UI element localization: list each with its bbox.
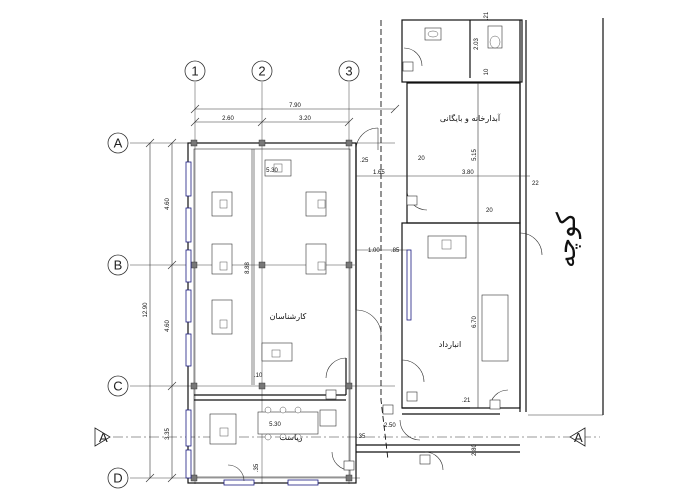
dim-d-10a: 10 xyxy=(484,68,490,75)
room-label-archive: آبدارخانه و بايگانی xyxy=(440,113,501,123)
grid-label-3: 3 xyxy=(345,64,352,79)
bathroom-fixtures xyxy=(424,25,503,49)
dim-d-3-80: 3.80 xyxy=(462,170,474,176)
section-marker-left: A xyxy=(94,427,600,447)
dim-office-width: 5.30 xyxy=(266,168,278,174)
dim-office-inner: 8.88 xyxy=(245,262,251,274)
dim-d-22: 22 xyxy=(532,181,539,187)
dim-d-2-80: 2.80 xyxy=(472,444,478,456)
dim-d-21a: .21 xyxy=(484,11,490,20)
dim-d-35a: .35 xyxy=(357,434,366,440)
room-label-manager: رياست xyxy=(279,433,302,442)
dim-d-2-50: 2.50 xyxy=(384,423,396,429)
dim-d-6-70: 6.70 xyxy=(472,316,478,328)
windows xyxy=(185,161,412,486)
grid-bubble-A: A xyxy=(107,132,129,154)
grid-label-1: 1 xyxy=(191,64,198,79)
grid-bubble-C: C xyxy=(107,375,129,397)
columns xyxy=(190,139,353,482)
grid-bubble-3: 3 xyxy=(338,60,360,82)
dim-d-1-65: 1.65 xyxy=(373,170,385,176)
grid-label-C: C xyxy=(113,379,122,394)
dim-span-1-2: 2.60 xyxy=(222,116,234,122)
interior-dimensions: 8.88 5.30 5.30 1.00 .85 .25 1.65 3.80 22… xyxy=(245,11,539,472)
storage-furniture xyxy=(427,235,509,362)
street-edges xyxy=(528,18,604,416)
doors xyxy=(227,47,543,482)
dim-d-20a: 20 xyxy=(418,156,425,162)
dim-d-25: .25 xyxy=(360,158,369,164)
dim-overall-height: 12.90 xyxy=(143,302,149,318)
section-label-right: A xyxy=(574,430,583,445)
dim-d-2-03: 2.03 xyxy=(474,38,480,50)
grid-label-A: A xyxy=(114,136,123,151)
manager-furniture xyxy=(209,406,337,445)
dim-overall-width: 7.90 xyxy=(289,103,301,109)
dim-B-C: 4.60 xyxy=(165,320,171,332)
grid-bubble-1: 1 xyxy=(184,60,206,82)
street-label: کوچه xyxy=(552,211,582,267)
grid-label-B: B xyxy=(114,258,123,273)
dim-d-21b: .21 xyxy=(462,398,471,404)
dim-d-20b: 20 xyxy=(486,208,493,214)
dim-A-B: 4.60 xyxy=(165,198,171,210)
door-tags xyxy=(325,61,501,471)
left-dimensions: 12.90 4.60 4.60 3.35 xyxy=(143,138,177,483)
grid-label-D: D xyxy=(113,471,122,486)
dim-d-5-15: 5.15 xyxy=(472,149,478,161)
dim-d-35b: .35 xyxy=(254,463,260,472)
room-label-storage: انبارداد xyxy=(439,340,462,349)
dim-d-85: .85 xyxy=(391,248,400,254)
dim-C-D: 3.35 xyxy=(165,428,171,440)
grid-bubble-D: D xyxy=(107,467,129,489)
top-dimensions: 7.90 2.60 3.20 xyxy=(190,103,400,127)
room-label-staff: کارشناسان xyxy=(270,312,307,321)
grid-label-2: 2 xyxy=(258,64,265,79)
staff-furniture xyxy=(211,149,327,385)
property-line xyxy=(380,20,389,461)
grid-bubble-2: 2 xyxy=(251,60,273,82)
dim-corr-1-00: 1.00 xyxy=(368,248,380,254)
section-marker-right: A xyxy=(569,427,586,447)
dim-span-2-3: 3.20 xyxy=(299,116,311,122)
walls xyxy=(187,19,527,484)
section-label-left: A xyxy=(99,430,108,445)
grid-bubble-B: B xyxy=(107,254,129,276)
dim-d-10b: .10 xyxy=(254,373,263,379)
dim-manager-width: 5.30 xyxy=(269,422,281,428)
